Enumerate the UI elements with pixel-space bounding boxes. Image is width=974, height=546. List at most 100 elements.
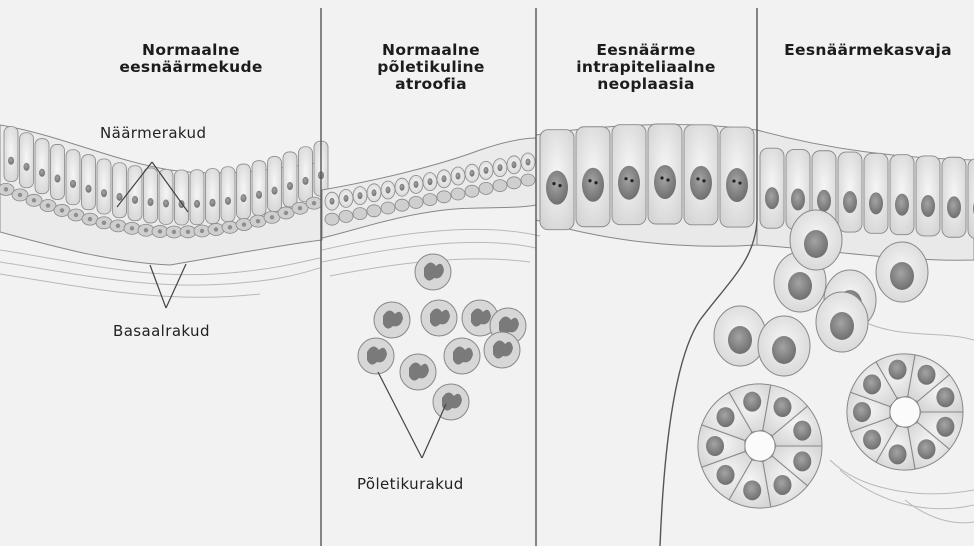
- label-secretory-cells: Näärmerakud: [100, 124, 206, 142]
- secretory-cell: [113, 163, 127, 218]
- cell-nucleus: [287, 182, 293, 190]
- cell-nucleus: [889, 444, 907, 464]
- secretory-cell: [268, 157, 282, 212]
- panel-atrophy: [322, 138, 536, 420]
- cell-nucleus: [39, 169, 45, 177]
- cell-nucleus: [717, 465, 735, 485]
- cell-nucleus: [148, 198, 154, 206]
- cell-nucleus: [947, 196, 961, 218]
- cell-nucleus: [74, 213, 78, 217]
- pointer-basal-2: [166, 264, 186, 308]
- cell-nucleus: [853, 402, 871, 422]
- basal-cell: [353, 208, 367, 220]
- secretory-cell: [66, 150, 80, 205]
- basal-cell: [423, 194, 437, 206]
- label-inflammatory-cells: Põletikurakud: [357, 475, 464, 493]
- cell-nucleus: [498, 164, 503, 171]
- cell-nucleus: [214, 227, 218, 231]
- cell-nucleus: [863, 374, 881, 394]
- cell-nucleus: [895, 194, 909, 216]
- cell-nucleus: [130, 226, 134, 230]
- cell-nucleus: [88, 217, 92, 221]
- cell-nucleus: [863, 430, 881, 450]
- secretory-cell: [175, 170, 189, 225]
- cell-nucleus: [298, 206, 302, 210]
- large-nucleus: [654, 165, 676, 199]
- cell-nucleus: [256, 191, 262, 199]
- basal-cell: [465, 185, 479, 197]
- title-inflammatory-atrophy: Normaalne põletikuline atroofia: [336, 42, 526, 93]
- nucleolus: [696, 177, 699, 180]
- basal-cell: [451, 188, 465, 200]
- basal-cell: [395, 199, 409, 211]
- cell-nucleus: [830, 312, 854, 340]
- cell-nucleus: [918, 365, 936, 385]
- gland-lumen: [890, 397, 920, 427]
- secretory-cell: [97, 159, 111, 214]
- basal-cell: [325, 213, 339, 225]
- cell-nucleus: [86, 185, 92, 193]
- tumor-cell: [968, 159, 974, 239]
- cell-nucleus: [706, 436, 724, 456]
- nucleolus: [594, 181, 597, 184]
- cell-nucleus: [936, 387, 954, 407]
- cell-nucleus: [890, 262, 914, 290]
- cell-nucleus: [804, 230, 828, 258]
- cell-nucleus: [526, 159, 531, 166]
- secretory-cell: [128, 166, 142, 221]
- nucleolus: [660, 176, 663, 179]
- cell-nucleus: [210, 199, 216, 207]
- cell-nucleus: [225, 197, 231, 205]
- cell-nucleus: [117, 193, 123, 201]
- cell-nucleus: [312, 201, 316, 205]
- cell-nucleus: [512, 161, 517, 168]
- cell-nucleus: [4, 187, 8, 191]
- secretory-cell: [190, 170, 204, 225]
- nucleolus: [624, 177, 627, 180]
- nucleolus: [630, 179, 633, 182]
- panel-pin: [536, 124, 757, 246]
- cell-nucleus: [8, 157, 14, 165]
- cell-nucleus: [116, 224, 120, 228]
- cell-nucleus: [484, 167, 489, 174]
- nucleolus: [702, 179, 705, 182]
- basal-cell: [409, 196, 423, 208]
- cell-nucleus: [186, 230, 190, 234]
- secretory-cell: [144, 168, 158, 223]
- cell-nucleus: [936, 417, 954, 437]
- cell-nucleus: [793, 451, 811, 471]
- cell-nucleus: [921, 195, 935, 217]
- cell-nucleus: [32, 198, 36, 202]
- panel-normal-epithelium: [0, 125, 328, 265]
- cell-nucleus: [303, 177, 309, 185]
- large-nucleus: [582, 168, 604, 202]
- basal-cell: [493, 180, 507, 192]
- basal-cell: [437, 191, 451, 203]
- cell-nucleus: [200, 229, 204, 233]
- cell-nucleus: [743, 480, 761, 500]
- title-normal-tissue: Normaalne eesnäärmekude: [96, 42, 286, 76]
- cell-nucleus: [70, 180, 76, 188]
- nucleolus: [738, 181, 741, 184]
- cell-nucleus: [728, 326, 752, 354]
- title-carcinoma: Eesnäärmekasvaja: [768, 42, 968, 59]
- secretory-cell: [237, 164, 251, 219]
- pointer-basal-1: [150, 265, 166, 308]
- cell-nucleus: [172, 230, 176, 234]
- cell-nucleus: [743, 392, 761, 412]
- cell-nucleus: [843, 191, 857, 213]
- large-nucleus: [546, 171, 568, 205]
- cell-nucleus: [414, 181, 419, 188]
- cell-nucleus: [386, 187, 391, 194]
- cell-nucleus: [194, 200, 200, 208]
- cell-nucleus: [918, 439, 936, 459]
- title-pin: Eesnäärme intrapiteliaalne neoplaasia: [556, 42, 736, 93]
- cell-nucleus: [132, 196, 138, 204]
- cell-nucleus: [772, 336, 796, 364]
- secretory-cell: [35, 139, 49, 194]
- cell-nucleus: [765, 187, 779, 209]
- cell-nucleus: [400, 184, 405, 191]
- large-nucleus: [618, 166, 640, 200]
- basal-cell: [507, 177, 521, 189]
